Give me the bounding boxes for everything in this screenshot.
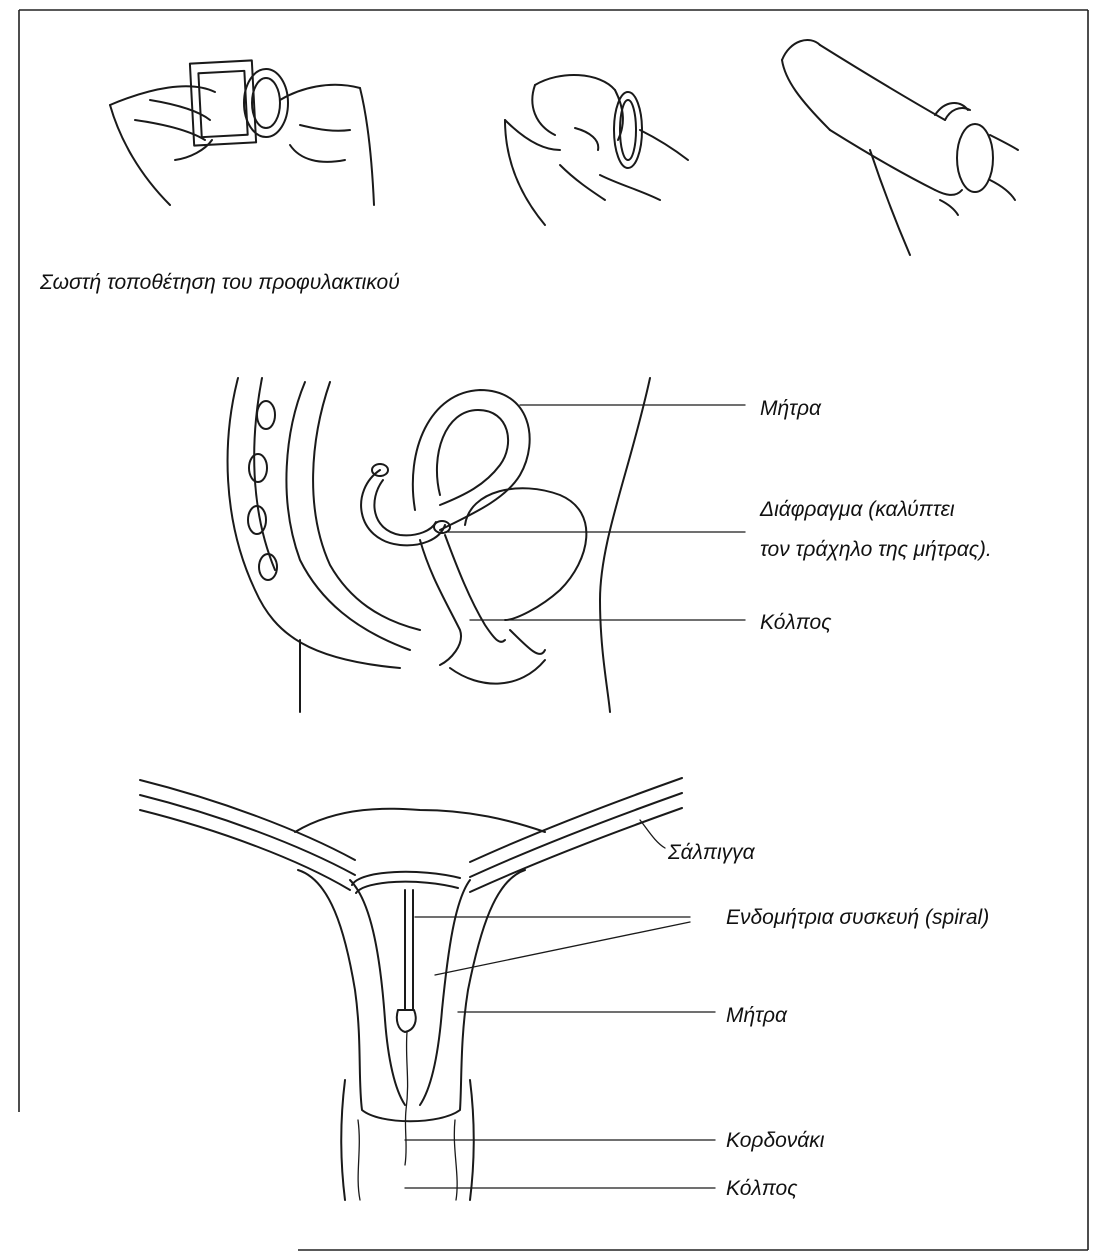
tube-label: Σάλπιγγα (668, 841, 755, 864)
condom-caption: Σωστή τοποθέτηση του προφυλακτικού (40, 271, 400, 294)
diaphragm-label-line1: Διάφραγμα (καλύπτει (760, 498, 955, 521)
condom-step-1-illustration (109, 59, 375, 206)
diaphragm-label-line2: τον τράχηλο της μήτρας). (760, 538, 992, 561)
side-uterus-label: Μήτρα (760, 397, 822, 420)
side-vagina-label: Κόλπος (760, 611, 832, 634)
front-vagina-label: Κόλπος (726, 1177, 798, 1200)
side-view-illustration (226, 377, 746, 713)
condom-step-3-illustration (781, 39, 1019, 256)
page-frame (18, 9, 1089, 1251)
front-view-illustration (139, 777, 716, 1201)
iud-label: Ενδομήτρια συσκευή (spiral) (726, 906, 990, 929)
string-label: Κορδονάκι (726, 1129, 825, 1152)
condom-step-2-illustration (504, 74, 689, 226)
front-uterus-label: Μήτρα (726, 1004, 788, 1027)
